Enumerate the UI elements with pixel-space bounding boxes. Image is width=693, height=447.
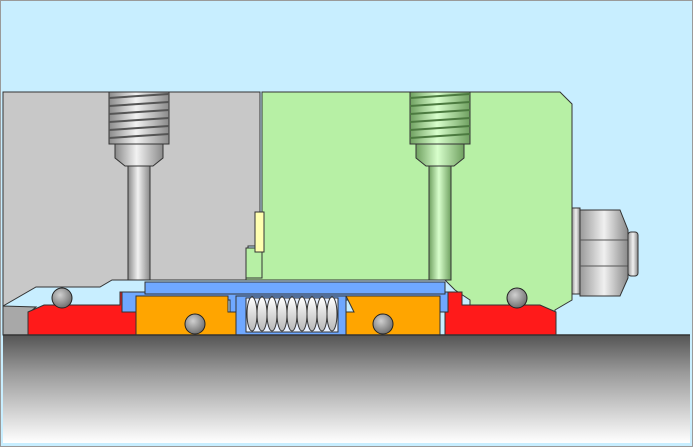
threaded-port-right (409, 91, 471, 281)
housing-block-green (245, 91, 573, 336)
o-rings (51, 287, 528, 335)
hex-bolt (571, 207, 639, 297)
rotating-face-right (345, 295, 441, 336)
gap-insert (254, 211, 265, 253)
shaft (3, 335, 690, 443)
threaded-port-left (108, 91, 170, 281)
compression-spring (245, 296, 339, 333)
